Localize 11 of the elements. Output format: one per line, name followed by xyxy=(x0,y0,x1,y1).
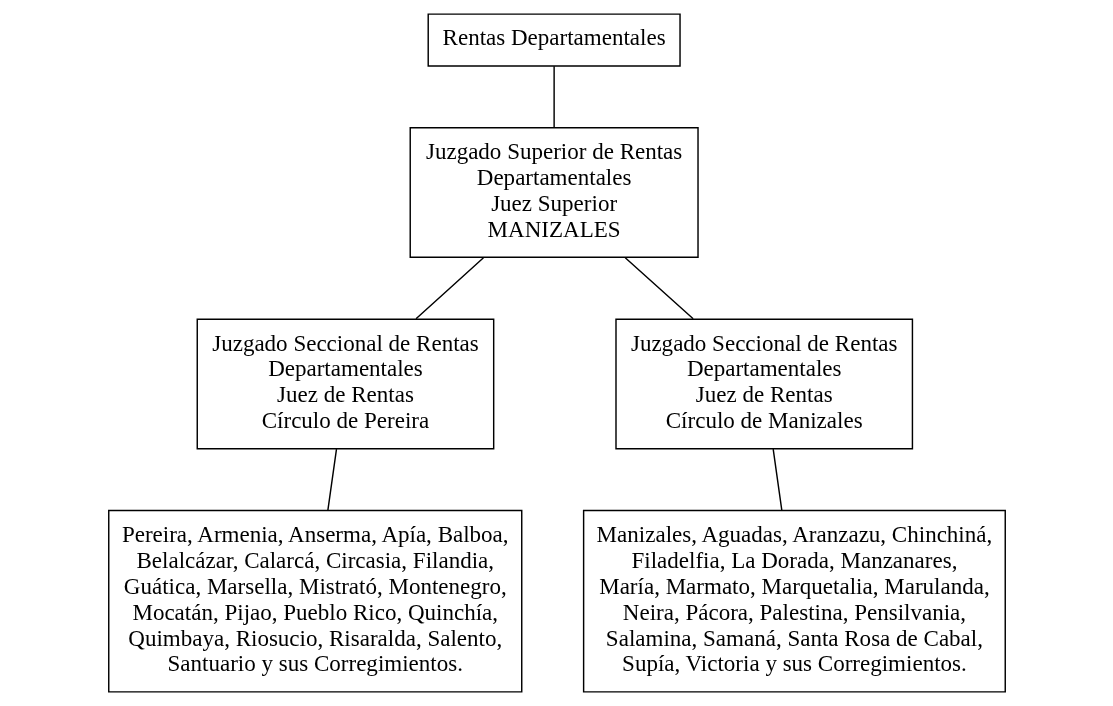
node-box: Juzgado Superior de Rentas Departamentales Juez Superior MANIZALES xyxy=(409,127,699,259)
connector xyxy=(552,65,555,129)
node-box: Juzgado Seccional de Rentas Departamentales Juez de Rentas Círculo de Manizales xyxy=(614,318,913,450)
connector xyxy=(771,448,783,512)
node-box: Juzgado Seccional de Rentas Departamentales Juez de Rentas Círculo de Pereira xyxy=(196,318,494,450)
connector xyxy=(414,257,484,320)
connector xyxy=(624,257,694,320)
node-box: Rentas Departamentales xyxy=(427,13,681,67)
node-box: Manizales, Aguadas, Aranzazu, Chinchiná, Filadelfia, La Dorada, Manzanares, María, Marmato, Marquetalia, Marulanda, Neira, Pácora, Palestina, Pensilvania, Salamina, Samaná, Santa Rosa de Cabal, Supía, Victoria y sus Corregimientos. xyxy=(582,509,1006,693)
connector xyxy=(326,448,337,512)
node-box: Pereira, Armenia, Anserma, Apía, Balboa, Belalcázar, Calarcá, Circasia, Filandia, Guática, Marsella, Mistrató, Montenegro, Mocatán, Pijao, Pueblo Rico, Quinchía, Quimbaya, Riosucio, Risaralda, Salento, Santuario y sus Corregimientos. xyxy=(107,509,522,693)
